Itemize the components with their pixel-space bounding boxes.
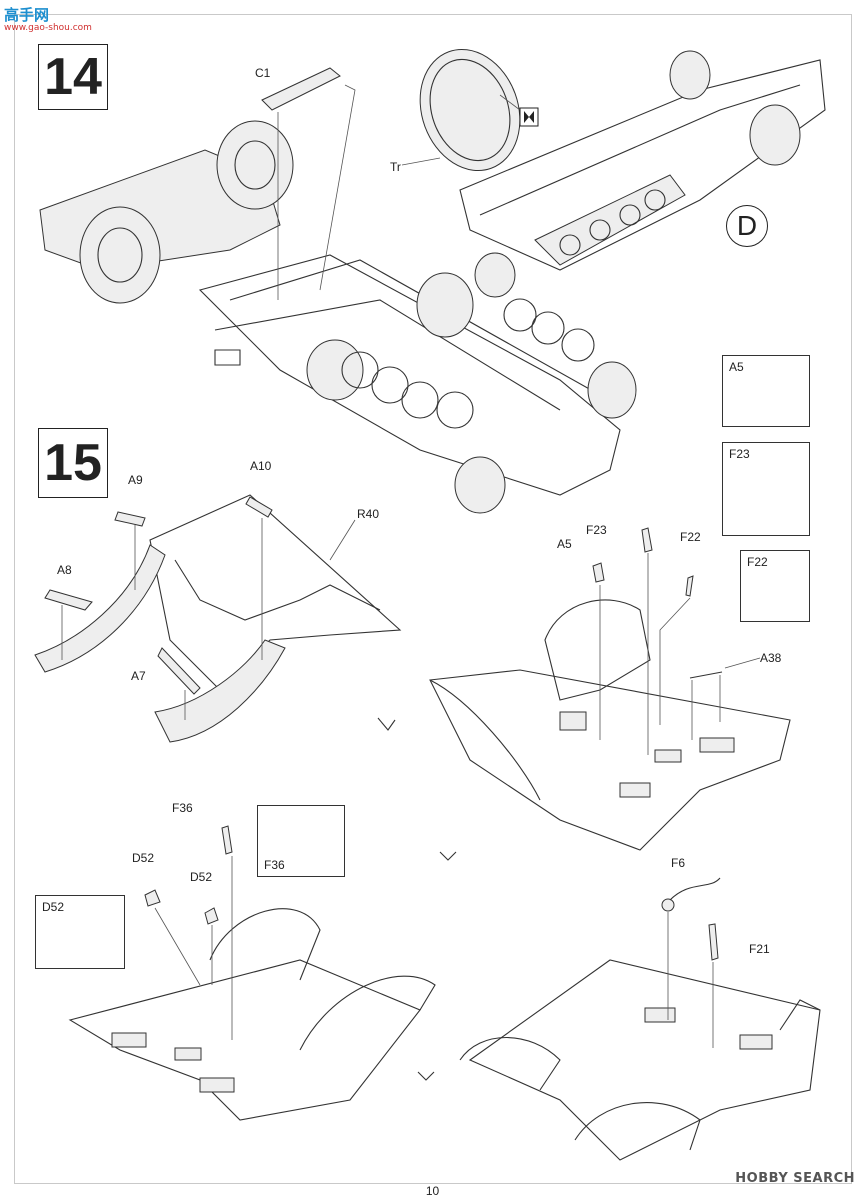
step14-track-view: [401, 48, 826, 271]
callout-c1: C1: [255, 66, 271, 80]
callout-f6: F6: [671, 856, 686, 870]
detail-box-f23-label: F23: [729, 447, 750, 461]
step-14-number: 14: [38, 44, 108, 110]
page-border: [14, 14, 852, 1184]
step15-fender-left: [34, 494, 402, 743]
detail-box-d52-label: D52: [42, 900, 65, 914]
watermark-site: 高手网: [4, 6, 50, 24]
detail-box-f36-label: F36: [264, 858, 285, 872]
step14-chassis: [39, 67, 637, 514]
callout-tr: Tr: [390, 160, 401, 174]
callout-a38: A38: [760, 651, 782, 665]
callout-a9: A9: [128, 473, 143, 487]
detail-box-f22: F22: [740, 550, 810, 622]
callout-f21: F21: [749, 942, 770, 956]
page-number: 10: [425, 1184, 440, 1198]
callout-r40: R40: [357, 507, 380, 521]
callout-f36: F36: [172, 801, 193, 815]
step15-floor-bottom-right: [459, 877, 821, 1161]
watermark: 高手网 www.gao-shou.com: [4, 4, 92, 33]
detail-box-f36: F36: [257, 805, 345, 877]
detail-box-f22-label: F22: [747, 555, 768, 569]
detail-box-art: [64, 367, 788, 941]
step15-floor-bottom-left: [68, 825, 436, 1121]
callout-a5: A5: [557, 537, 572, 551]
step-15-number: 15: [38, 428, 108, 498]
watermark-url: www.gao-shou.com: [4, 23, 92, 33]
detail-box-d52: D52: [35, 895, 125, 969]
step15-floor-right: [429, 527, 791, 861]
callout-f22: F22: [680, 530, 701, 544]
view-marker-d: D: [726, 205, 768, 247]
callout-a7: A7: [131, 669, 146, 683]
callout-d52-left: D52: [132, 851, 155, 865]
callout-a10: A10: [250, 459, 272, 473]
detail-box-f23: F23: [722, 442, 810, 536]
hobby-search-logo: HOBBY SEARCH: [735, 1171, 855, 1186]
detail-box-a5-label: A5: [729, 360, 744, 374]
callout-f23: F23: [586, 523, 607, 537]
callout-d52-right: D52: [190, 870, 213, 884]
callout-a8: A8: [57, 563, 72, 577]
detail-box-a5: A5: [722, 355, 810, 427]
